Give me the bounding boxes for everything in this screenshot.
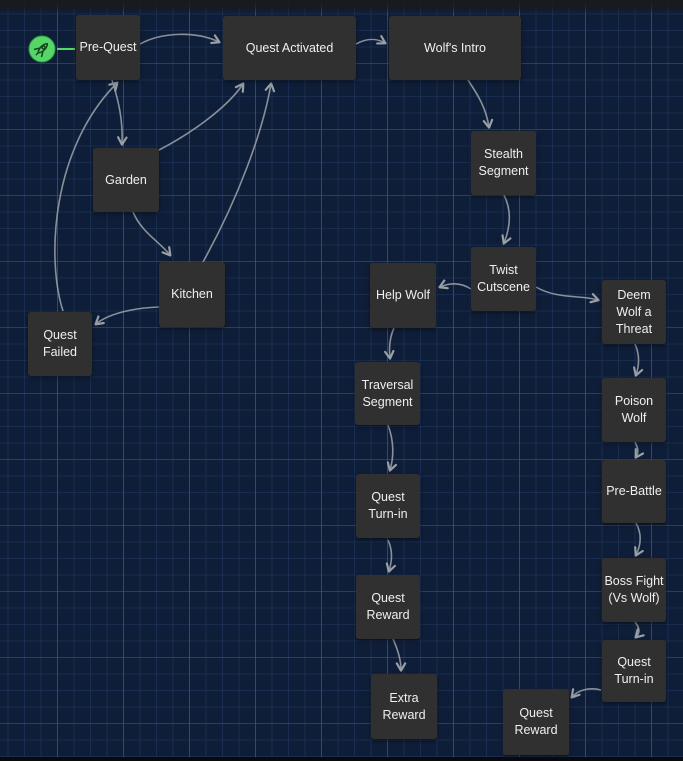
node-kitchen[interactable]: Kitchen [159,262,225,327]
node-boss-fight[interactable]: Boss Fight (Vs Wolf) [602,558,666,622]
edge-twist-cutscene-to-help-wolf[interactable] [438,279,472,290]
edge-twist-cutscene-to-deem-wolf-a-threat[interactable] [535,286,600,304]
node-quest-failed[interactable]: Quest Failed [28,312,92,376]
edge-boss-fight-to-quest-turn-in-right[interactable] [634,621,645,639]
edge-wolfs-intro-to-stealth-segment[interactable] [467,79,494,129]
edge-deem-wolf-a-threat-to-poison-wolf[interactable] [633,343,644,377]
node-stealth-segment[interactable]: Stealth Segment [471,131,536,195]
node-wolfs-intro[interactable]: Wolf's Intro [389,16,521,80]
edge-garden-to-quest-activated[interactable] [158,82,245,151]
node-quest-turn-in-right[interactable]: Quest Turn-in [602,640,666,702]
edge-quest-reward-mid-to-extra-reward[interactable] [392,638,407,672]
node-quest-turn-in-mid[interactable]: Quest Turn-in [356,474,420,538]
edge-pre-battle-to-boss-fight[interactable] [634,522,644,557]
node-poison-wolf[interactable]: Poison Wolf [602,378,666,442]
node-extra-reward[interactable]: Extra Reward [371,674,437,739]
node-traversal-segment[interactable]: Traversal Segment [355,362,420,425]
node-twist-cutscene[interactable]: Twist Cutscene [471,247,536,311]
edge-quest-turn-in-mid-to-quest-reward-mid[interactable] [385,539,396,573]
start-node[interactable] [0,4,90,94]
edge-stealth-segment-to-twist-cutscene[interactable] [501,194,512,245]
edge-quest-activated-to-wolfs-intro[interactable] [355,35,387,45]
node-garden[interactable]: Garden [93,148,159,212]
edge-pre-quest-to-quest-activated[interactable] [139,33,221,45]
edge-kitchen-to-quest-failed[interactable] [94,306,160,326]
node-deem-wolf-a-threat[interactable]: Deem Wolf a Threat [602,280,666,344]
rocket-icon [28,35,56,63]
node-quest-reward-right[interactable]: Quest Reward [503,689,569,755]
node-quest-reward-mid[interactable]: Quest Reward [356,575,420,639]
edge-garden-to-kitchen[interactable] [132,211,172,257]
edge-poison-wolf-to-pre-battle[interactable] [634,441,645,459]
edge-help-wolf-to-traversal-segment[interactable] [384,327,395,360]
edge-quest-failed-to-pre-quest[interactable] [54,81,119,312]
node-help-wolf[interactable]: Help Wolf [370,263,436,328]
node-pre-quest[interactable]: Pre-Quest [76,15,140,80]
edge-quest-turn-in-right-to-quest-reward-right[interactable] [570,688,602,699]
edge-traversal-segment-to-quest-turn-in-mid[interactable] [386,424,398,472]
node-pre-battle[interactable]: Pre-Battle [602,460,666,523]
edge-kitchen-to-quest-activated[interactable] [202,82,276,263]
node-quest-activated[interactable]: Quest Activated [223,16,356,80]
